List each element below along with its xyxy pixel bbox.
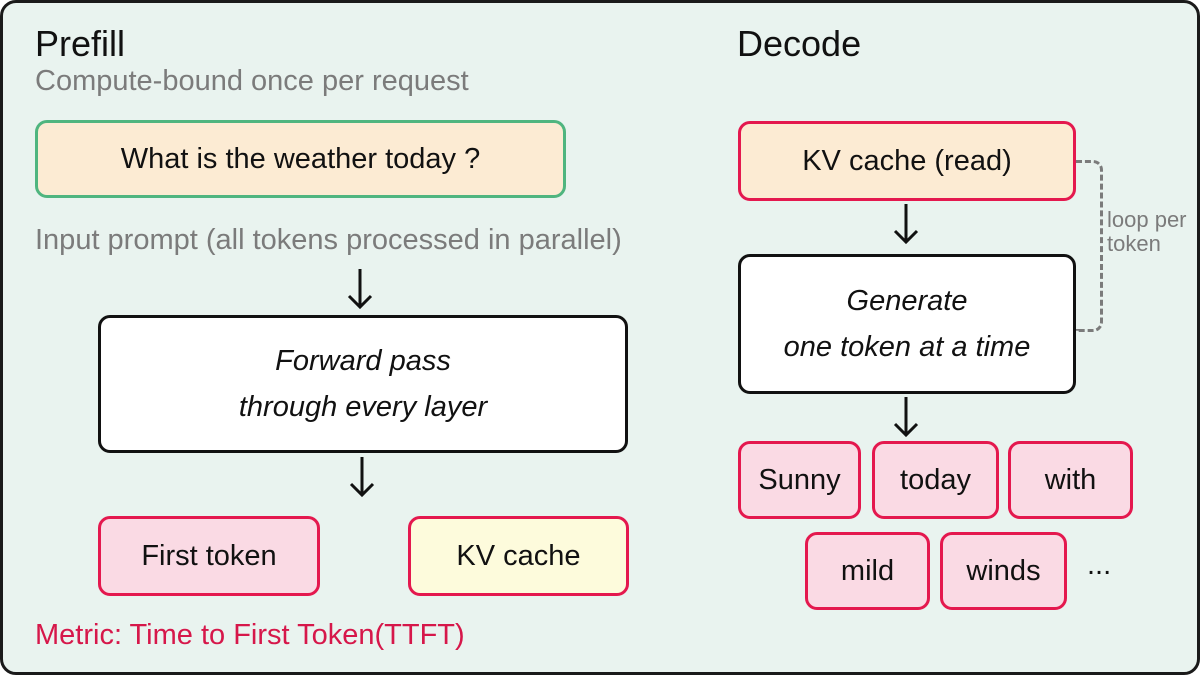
token-label: with: [1044, 463, 1097, 496]
generate-line2: one token at a time: [783, 331, 1031, 363]
prefill-subtitle: Compute-bound once per request: [35, 65, 469, 97]
prompt-text: What is the weather today ?: [120, 142, 481, 175]
token-label: Sunny: [758, 463, 841, 496]
generate-line1: Generate: [846, 285, 968, 317]
arrow-down-icon: [347, 269, 373, 310]
prompt-box: What is the weather today ?: [35, 120, 566, 198]
loop-connector: [1076, 160, 1103, 332]
token-label: mild: [840, 554, 895, 587]
token-chip: Sunny: [738, 441, 861, 519]
kv-cache-read-box: KV cache (read): [738, 121, 1076, 201]
forward-pass-box: Forward pass through every layer: [98, 315, 628, 453]
generate-box: Generate one token at a time: [738, 254, 1076, 394]
token-chip: mild: [805, 532, 930, 610]
kv-cache-label: KV cache: [456, 539, 581, 572]
loop-label: loop per token: [1107, 207, 1187, 256]
forward-pass-line1: Forward pass: [275, 345, 451, 377]
prompt-caption: Input prompt (all tokens processed in pa…: [35, 224, 622, 256]
token-label: winds: [966, 554, 1041, 587]
arrow-down-icon: [893, 204, 919, 245]
arrow-down-icon: [349, 457, 375, 498]
token-label: today: [900, 463, 971, 496]
decode-title: Decode: [737, 23, 862, 64]
arrow-down-icon: [893, 397, 919, 438]
prefill-title: Prefill: [35, 23, 126, 64]
more-tokens-ellipsis: ...: [1087, 549, 1112, 581]
kv-cache-read-label: KV cache (read): [802, 144, 1012, 177]
ttft-metric: Metric: Time to First Token(TTFT): [35, 619, 465, 651]
token-chip: with: [1008, 441, 1133, 519]
token-chip: today: [872, 441, 999, 519]
first-token-label: First token: [141, 539, 277, 572]
kv-cache-box: KV cache: [408, 516, 629, 596]
first-token-box: First token: [98, 516, 320, 596]
forward-pass-line2: through every layer: [238, 391, 488, 423]
token-chip: winds: [940, 532, 1067, 610]
